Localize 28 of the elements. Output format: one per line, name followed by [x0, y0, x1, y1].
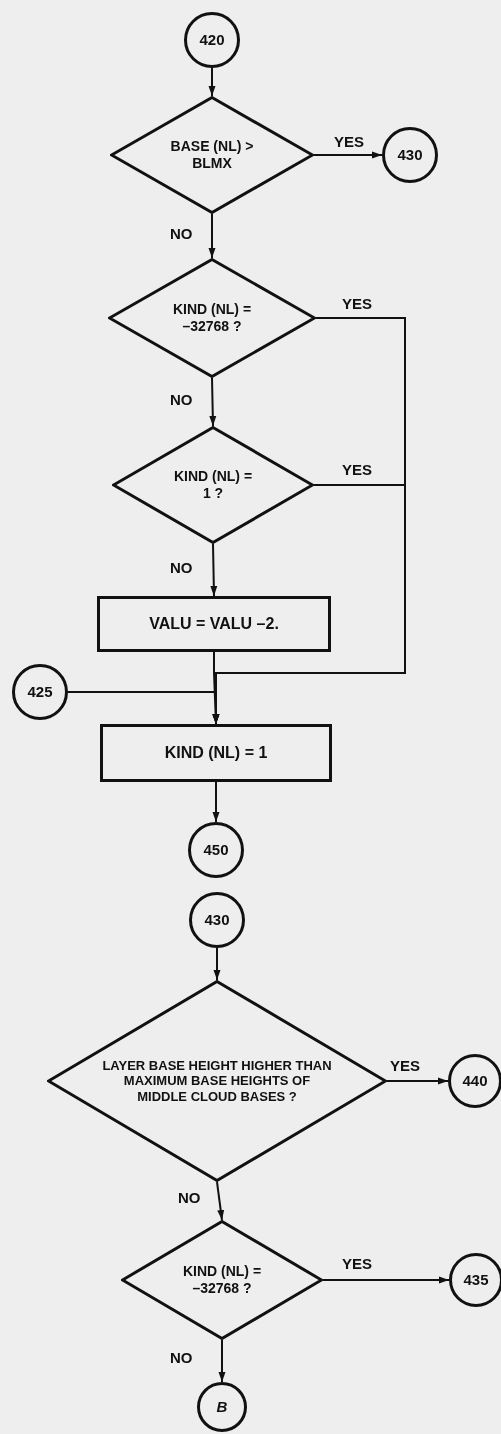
edge-label: NO	[168, 226, 195, 241]
flow-arrow	[313, 151, 383, 159]
flow-arrow	[213, 947, 221, 981]
decision-diamond: KIND (NL) = –32768 ?	[108, 258, 316, 378]
flow-arrow	[218, 1339, 226, 1383]
edge-label: YES	[340, 462, 374, 477]
decision-diamond: BASE (NL) > BLMX	[110, 96, 314, 214]
process-box: KIND (NL) = 1	[100, 724, 332, 782]
edge-label: YES	[388, 1058, 422, 1073]
flow-arrow	[208, 67, 216, 97]
decision-diamond: KIND (NL) = –32768 ?	[121, 1220, 323, 1340]
edge-label: NO	[168, 392, 195, 407]
edge-label: YES	[332, 134, 366, 149]
flow-arrow	[212, 781, 220, 823]
flow-arrow	[386, 1077, 449, 1085]
edge-label: NO	[168, 1350, 195, 1365]
edge-label: NO	[176, 1190, 203, 1205]
process-box: VALU = VALU –2.	[97, 596, 331, 652]
decision-diamond: KIND (NL) = 1 ?	[112, 426, 314, 544]
edge-label: YES	[340, 1256, 374, 1271]
flow-arrow	[322, 1276, 450, 1284]
flow-arrow	[209, 377, 217, 427]
flow-arrow	[208, 213, 216, 259]
edge-label: YES	[340, 296, 374, 311]
flow-arrow	[216, 1181, 225, 1221]
decision-diamond: LAYER BASE HEIGHT HIGHER THAN MAXIMUM BASE HEIGHTS OF MIDDLE CLOUD BASES ?	[47, 980, 387, 1182]
flow-arrow	[210, 543, 218, 597]
edge-label: NO	[168, 560, 195, 575]
